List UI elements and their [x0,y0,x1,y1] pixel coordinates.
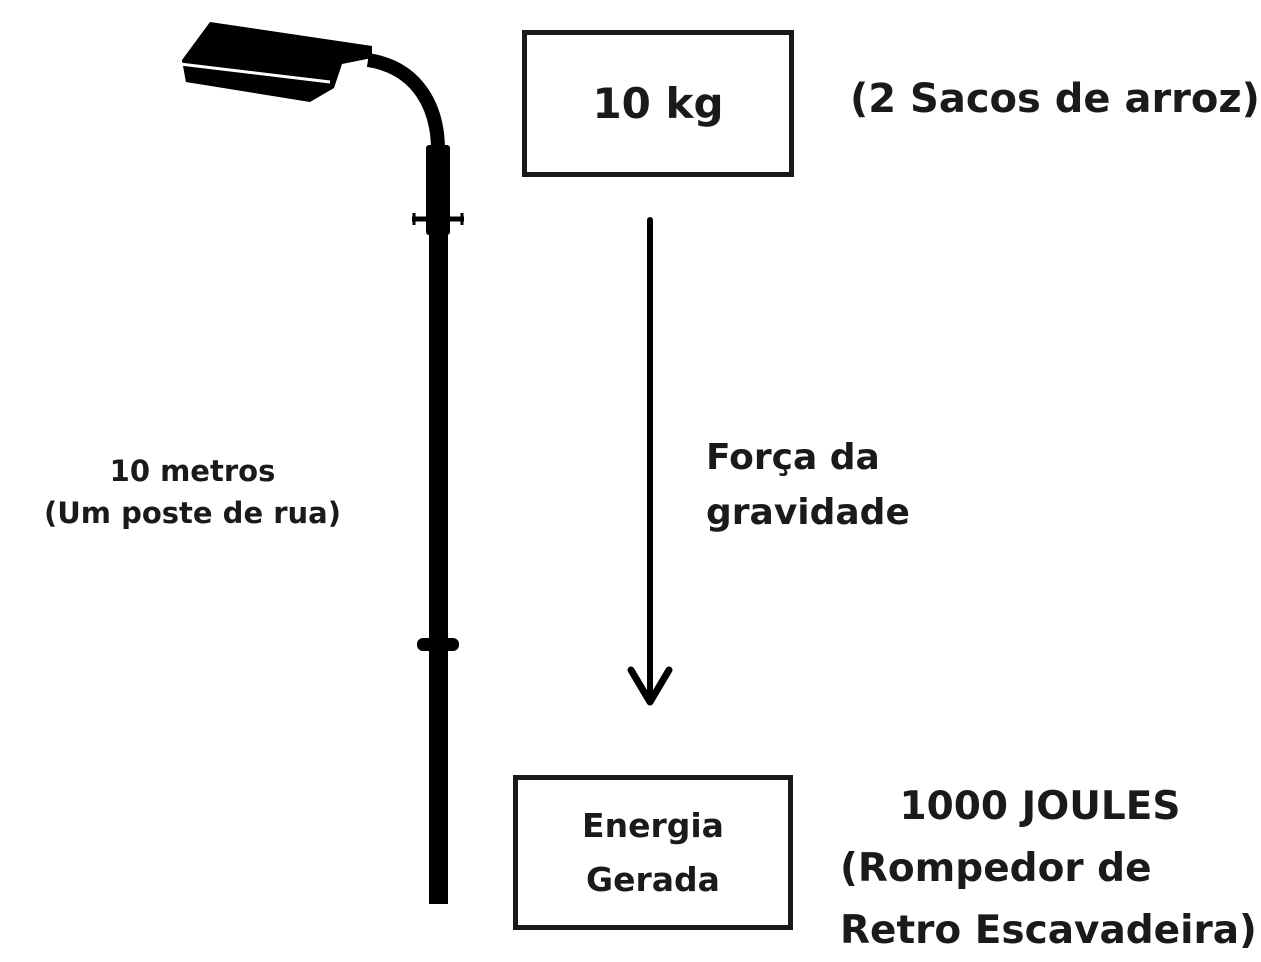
force-label-line1: Força da [706,437,880,478]
pole-collar [417,638,459,651]
force-label: Força da gravidade [706,430,910,540]
pole-height-label: 10 metros [109,454,276,488]
pole-upper-sleeve [426,145,450,235]
force-label-line2: gravidade [706,492,910,533]
lamp-arm [366,53,445,151]
energy-box: Energia Gerada [513,775,793,930]
energy-result-line2: (Rompedor de [840,846,1152,891]
mass-label: 10 kg [592,79,724,128]
pole-description: (Um poste de rua) [44,496,341,530]
pole-shaft [429,230,448,904]
arrow-down-icon [627,217,673,706]
energy-box-line1: Energia [582,805,724,845]
mass-note: (2 Sacos de arroz) [850,76,1260,122]
energy-result-line3: Retro Escavadeira) [840,908,1257,953]
energy-result: 1000 JOULES (Rompedor de Retro Escavadei… [840,776,1257,962]
energy-result-value: 1000 JOULES [899,784,1181,829]
energy-box-line2: Gerada [586,859,720,899]
pole-label: 10 metros (Um poste de rua) [20,450,365,534]
mass-box: 10 kg [522,30,794,177]
